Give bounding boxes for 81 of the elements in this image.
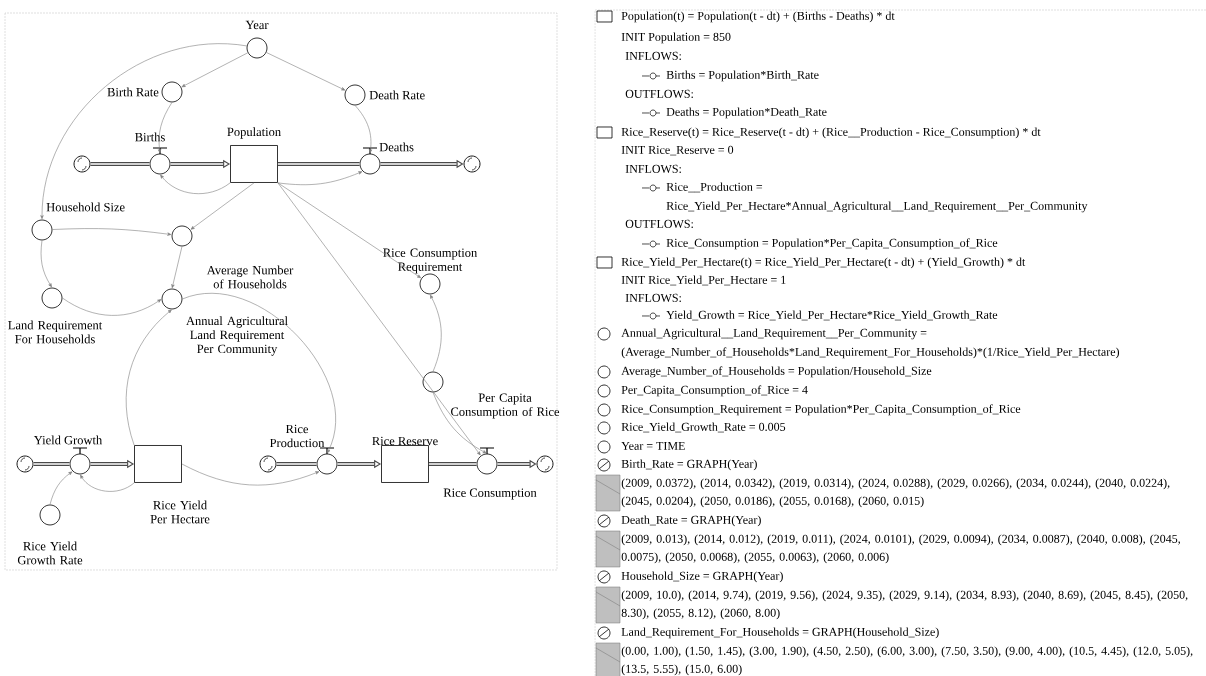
equation-text: Rice_Yield_Per_Hectare*Annual_Agricultural__Land_Requirement__Per_Community <box>666 201 1088 213</box>
equation-text: INIT Rice_Yield_Per_Hectare = 1 <box>621 275 786 286</box>
connector-arrow <box>182 293 336 454</box>
flow-pipe <box>32 462 71 466</box>
equation-text: Yield_Growth = Rice_Yield_Per_Hectare*Rice_Yield_Growth_Rate <box>666 310 998 321</box>
connector-arrow <box>277 182 481 456</box>
connector-arrow <box>171 246 183 289</box>
equation-text: Deaths = Population*Death_Rate <box>666 107 827 119</box>
flow-heading: OUTFLOWS: <box>625 219 693 228</box>
flow-pipe <box>277 162 361 166</box>
variable-label: Rice Yield Growth Rate <box>17 541 83 565</box>
equation-text: Rice_Yield_Growth_Rate = 0.005 <box>621 422 786 433</box>
variable-label: Rice Reserve <box>372 436 438 446</box>
cloud-symbol <box>536 455 554 473</box>
equation-text: Household_Size = GRAPH(Year) <box>621 571 783 583</box>
flow-heading: INFLOWS: <box>625 164 681 173</box>
equation-text: Average_Number_of_Households = Population/Household_Size <box>621 366 932 378</box>
graph-points: (2009, 0.013), (2014, 0.012), (2019, 0.011), (2024, 0.0101), (2029, 0.0094), (2034, 0.0087), (2040, 0.008), (2045, 0.0075), (2050, 0.0068), (2055, 0.0063), (2060, 0.006) <box>621 534 1180 564</box>
variable-label: Rice Consumption <box>443 488 537 500</box>
connector-arrow <box>266 52 346 91</box>
variable-label: Year <box>245 20 269 30</box>
connector-arrow <box>157 102 173 154</box>
connector-arrow <box>354 105 373 154</box>
graph-points: (2009, 0.0372), (2014, 0.0342), (2019, 0.0314), (2024, 0.0288), (2029, 0.0266), (2034, 0.0244), (2040, 0.0224), (2045, 0.0204), (2050, 0.0186), (2055, 0.0168), (2060, 0.015) <box>621 478 1170 508</box>
cloud-symbol <box>463 155 481 173</box>
connector-arrow <box>160 174 231 194</box>
connector-arrow <box>190 182 255 230</box>
cloud-symbol <box>16 455 34 473</box>
connector-arrow <box>432 392 487 454</box>
graph-points: (0.00, 1.00), (1.50, 1.45), (3.00, 1.90), (4.50, 2.50), (6.00, 3.00), (7.50, 3.50), (9.00, 4.00), (10.5, 4.45), (12.0, 5.05), (13.5, 5.55), (15.0, 6.00) <box>621 646 1193 676</box>
equation-text: Rice_Yield_Per_Hectare(t) = Rice_Yield_Per_Hectare(t - dt) + (Yield_Growth) * dt <box>621 257 1026 269</box>
equation-text: INIT Rice_Reserve = 0 <box>621 145 734 156</box>
equation-text: Birth_Rate = GRAPH(Year) <box>621 459 757 471</box>
equation-text: Land_Requirement_For_Households = GRAPH(Household_Size) <box>621 627 939 639</box>
flow-pipe <box>275 462 318 466</box>
connector-arrow <box>125 309 172 446</box>
equation-text: Rice_Consumption_Requirement = Population*Per_Capita_Consumption_of_Rice <box>621 404 1021 416</box>
connector-arrow <box>40 43 248 220</box>
equation-text: Per_Capita_Consumption_of_Rice = 4 <box>621 385 808 397</box>
equation-text: Population(t) = Population(t - dt) + (Births - Deaths) * dt <box>621 11 895 23</box>
connector-arrow <box>277 171 363 185</box>
connector-arrow <box>430 294 442 372</box>
variable-label: Rice Consumption Requirement <box>383 248 478 274</box>
cloud-symbol <box>259 455 277 473</box>
variable-label: Births <box>135 132 165 142</box>
connector-arrow <box>40 240 52 288</box>
equation-text: INIT Population = 850 <box>621 32 731 44</box>
equation-text: (Average_Number_of_Households*Land_Requirement_For_Households)*(1/Rice_Yield_Per_Hectare) <box>621 347 1119 359</box>
connector-arrow <box>62 297 162 316</box>
variable-label: Land Requirement For Households <box>8 320 103 344</box>
flow-pipe <box>89 162 151 166</box>
equation-text: Rice_Consumption = Population*Per_Capita_Consumption_of_Rice <box>666 238 998 250</box>
flow-heading: INFLOWS: <box>625 51 681 60</box>
connector-arrow <box>49 471 73 505</box>
connector-arrow <box>277 182 421 279</box>
connector-arrow <box>80 474 135 492</box>
variable-label: Population <box>227 127 281 139</box>
cloud-symbol <box>73 155 91 173</box>
variable-label: Annual Agricultural Land Requirement Per Community <box>186 316 288 356</box>
connector-arrow <box>52 228 172 236</box>
variable-label: Death Rate <box>369 90 425 100</box>
equation-text: Year = TIME <box>621 441 685 450</box>
flow-heading: OUTFLOWS: <box>625 89 693 98</box>
variable-label: Deaths <box>379 142 414 152</box>
equation-text: Annual_Agricultural__Land_Requirement__Per_Community = <box>621 328 927 340</box>
connector-arrow <box>181 463 320 486</box>
variable-label: Average Number of Households <box>206 265 294 289</box>
equation-text: Births = Population*Birth_Rate <box>666 70 819 82</box>
variable-label: Rice Production <box>269 424 325 448</box>
variable-label: Yield Growth <box>33 435 103 445</box>
variable-label: Household Size <box>46 202 125 212</box>
equation-text: Rice__Production = <box>666 182 763 193</box>
flow-heading: INFLOWS: <box>625 293 681 302</box>
variable-label: Rice Yield Per Hectare <box>150 500 210 524</box>
variable-label: Birth Rate <box>107 87 159 97</box>
connector-arrow <box>181 52 249 88</box>
equation-text: Death_Rate = GRAPH(Year) <box>621 515 761 527</box>
flow-pipe <box>428 462 478 466</box>
graph-points: (2009, 10.0), (2014, 9.74), (2019, 9.56), (2024, 9.35), (2029, 9.14), (2034, 8.93), (2040, 8.69), (2045, 8.45), (2050, 8.30), (2055, 8.12), (2060, 8.00) <box>621 590 1188 620</box>
variable-label: Per Capita Consumption of Rice <box>451 393 560 419</box>
equation-text: Rice_Reserve(t) = Rice_Reserve(t - dt) + (Rice__Production - Rice_Consumption) * dt <box>621 127 1041 139</box>
